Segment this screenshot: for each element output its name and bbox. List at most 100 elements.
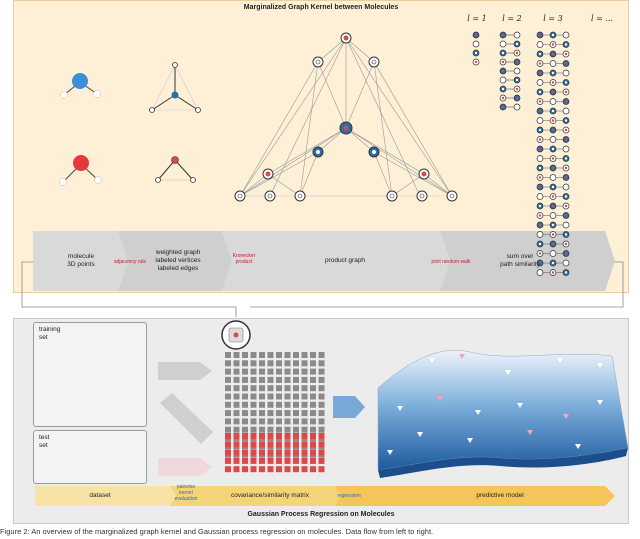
matrix-cell-test xyxy=(225,433,231,439)
pipeline-step-sum-paths xyxy=(440,231,615,291)
matrix-cell xyxy=(259,368,265,375)
matrix-cell-test xyxy=(301,433,308,439)
arrow-cross-to-matrix xyxy=(160,393,213,444)
weighted-graph-red xyxy=(155,156,196,183)
walk-node xyxy=(499,40,507,48)
data-marker xyxy=(387,450,393,455)
data-marker xyxy=(467,438,473,443)
walk-node-core xyxy=(538,62,542,65)
matrix-cell xyxy=(233,426,240,433)
walk-length-1: l = 1 xyxy=(467,14,487,23)
walk-node-core xyxy=(551,147,555,151)
walk-length-2: l = 2 xyxy=(502,14,522,23)
walk-node-core xyxy=(564,100,568,103)
matrix-cell xyxy=(276,401,282,408)
data-marker xyxy=(437,396,443,401)
walk-node-core xyxy=(551,90,555,94)
matrix-cell xyxy=(250,393,257,400)
walk-paths xyxy=(472,31,570,276)
walk-node xyxy=(513,67,521,75)
walk-node-core xyxy=(551,233,555,236)
walk-node-core xyxy=(564,271,568,274)
matrix-cell xyxy=(301,426,308,433)
walk-node-core xyxy=(564,176,568,179)
matrix-cell xyxy=(284,352,291,358)
molecule-blue xyxy=(60,73,101,99)
matrix-cell xyxy=(233,360,240,367)
walk-node xyxy=(513,31,521,39)
connector-line xyxy=(21,261,237,317)
matrix-cell-test xyxy=(233,449,240,456)
matrix-cell-test xyxy=(259,449,265,456)
covariance-matrix xyxy=(225,352,325,473)
walk-node xyxy=(562,221,570,229)
matrix-cell xyxy=(293,426,299,433)
walk-node-core xyxy=(538,52,542,56)
matrix-cell xyxy=(259,426,265,433)
matrix-cell xyxy=(318,352,325,358)
arrow-matrix-to-model xyxy=(333,396,365,418)
matrix-cell xyxy=(284,360,291,367)
walk-node xyxy=(499,76,507,84)
matrix-cell xyxy=(242,418,248,425)
walk-node-core xyxy=(538,147,542,151)
matrix-cell xyxy=(242,360,248,367)
matrix-cell xyxy=(250,418,257,425)
walk-node-core xyxy=(551,185,555,189)
step-molecule-label: molecule 3D points xyxy=(67,253,95,268)
walk-node-core xyxy=(551,223,555,227)
walk-node-core xyxy=(474,51,478,55)
matrix-cell xyxy=(259,393,265,400)
matrix-cell xyxy=(225,368,231,375)
matrix-cell-test xyxy=(259,457,265,464)
matrix-cell xyxy=(242,376,248,383)
matrix-cell-test xyxy=(310,449,316,456)
matrix-cell xyxy=(233,401,240,408)
walk-node xyxy=(536,41,544,48)
matrix-cell xyxy=(259,385,265,392)
walk-length-more: l = ... xyxy=(591,14,613,23)
matrix-cell-test xyxy=(276,457,282,464)
walk-node-core xyxy=(551,204,555,208)
walk-node-core xyxy=(538,33,542,37)
matrix-cell xyxy=(301,368,308,375)
walk-node-core xyxy=(501,51,505,55)
pipeline-step-covariance xyxy=(170,486,341,506)
matrix-cell xyxy=(242,368,248,375)
walk-node-core xyxy=(551,195,555,198)
matrix-cell xyxy=(276,418,282,425)
walk-node-core xyxy=(551,271,555,274)
matrix-cell xyxy=(276,376,282,383)
walk-node-core xyxy=(551,109,555,113)
walk-node-core xyxy=(551,166,555,170)
walk-node-core xyxy=(551,33,555,37)
matrix-cell xyxy=(318,401,325,408)
step-dataset-label: dataset xyxy=(89,492,111,499)
matrix-cell-test xyxy=(318,433,325,439)
matrix-cell xyxy=(284,368,291,375)
walk-node-core xyxy=(501,60,505,64)
data-marker xyxy=(429,358,435,363)
walk-node-core xyxy=(474,33,478,37)
matrix-cell xyxy=(267,401,274,408)
matrix-cell-test xyxy=(276,433,282,439)
matrix-cell xyxy=(250,426,257,433)
walk-node-core xyxy=(564,138,568,141)
walk-node-core xyxy=(564,157,568,160)
data-marker xyxy=(397,406,403,411)
matrix-cell xyxy=(250,360,257,367)
matrix-cell-test xyxy=(259,466,265,473)
matrix-cell xyxy=(225,385,231,392)
matrix-cell xyxy=(267,410,274,417)
matrix-cell xyxy=(276,393,282,400)
walk-node-core xyxy=(564,204,568,208)
predictive-surface xyxy=(377,350,629,478)
matrix-cell xyxy=(284,410,291,417)
matrix-cell-test xyxy=(233,433,240,439)
matrix-cell xyxy=(267,360,274,367)
bottom-panel-title: Gaussian Process Regression on Molecules xyxy=(247,511,395,518)
walk-node xyxy=(549,212,557,219)
walk-node-core xyxy=(538,252,542,255)
walk-node xyxy=(536,269,544,276)
